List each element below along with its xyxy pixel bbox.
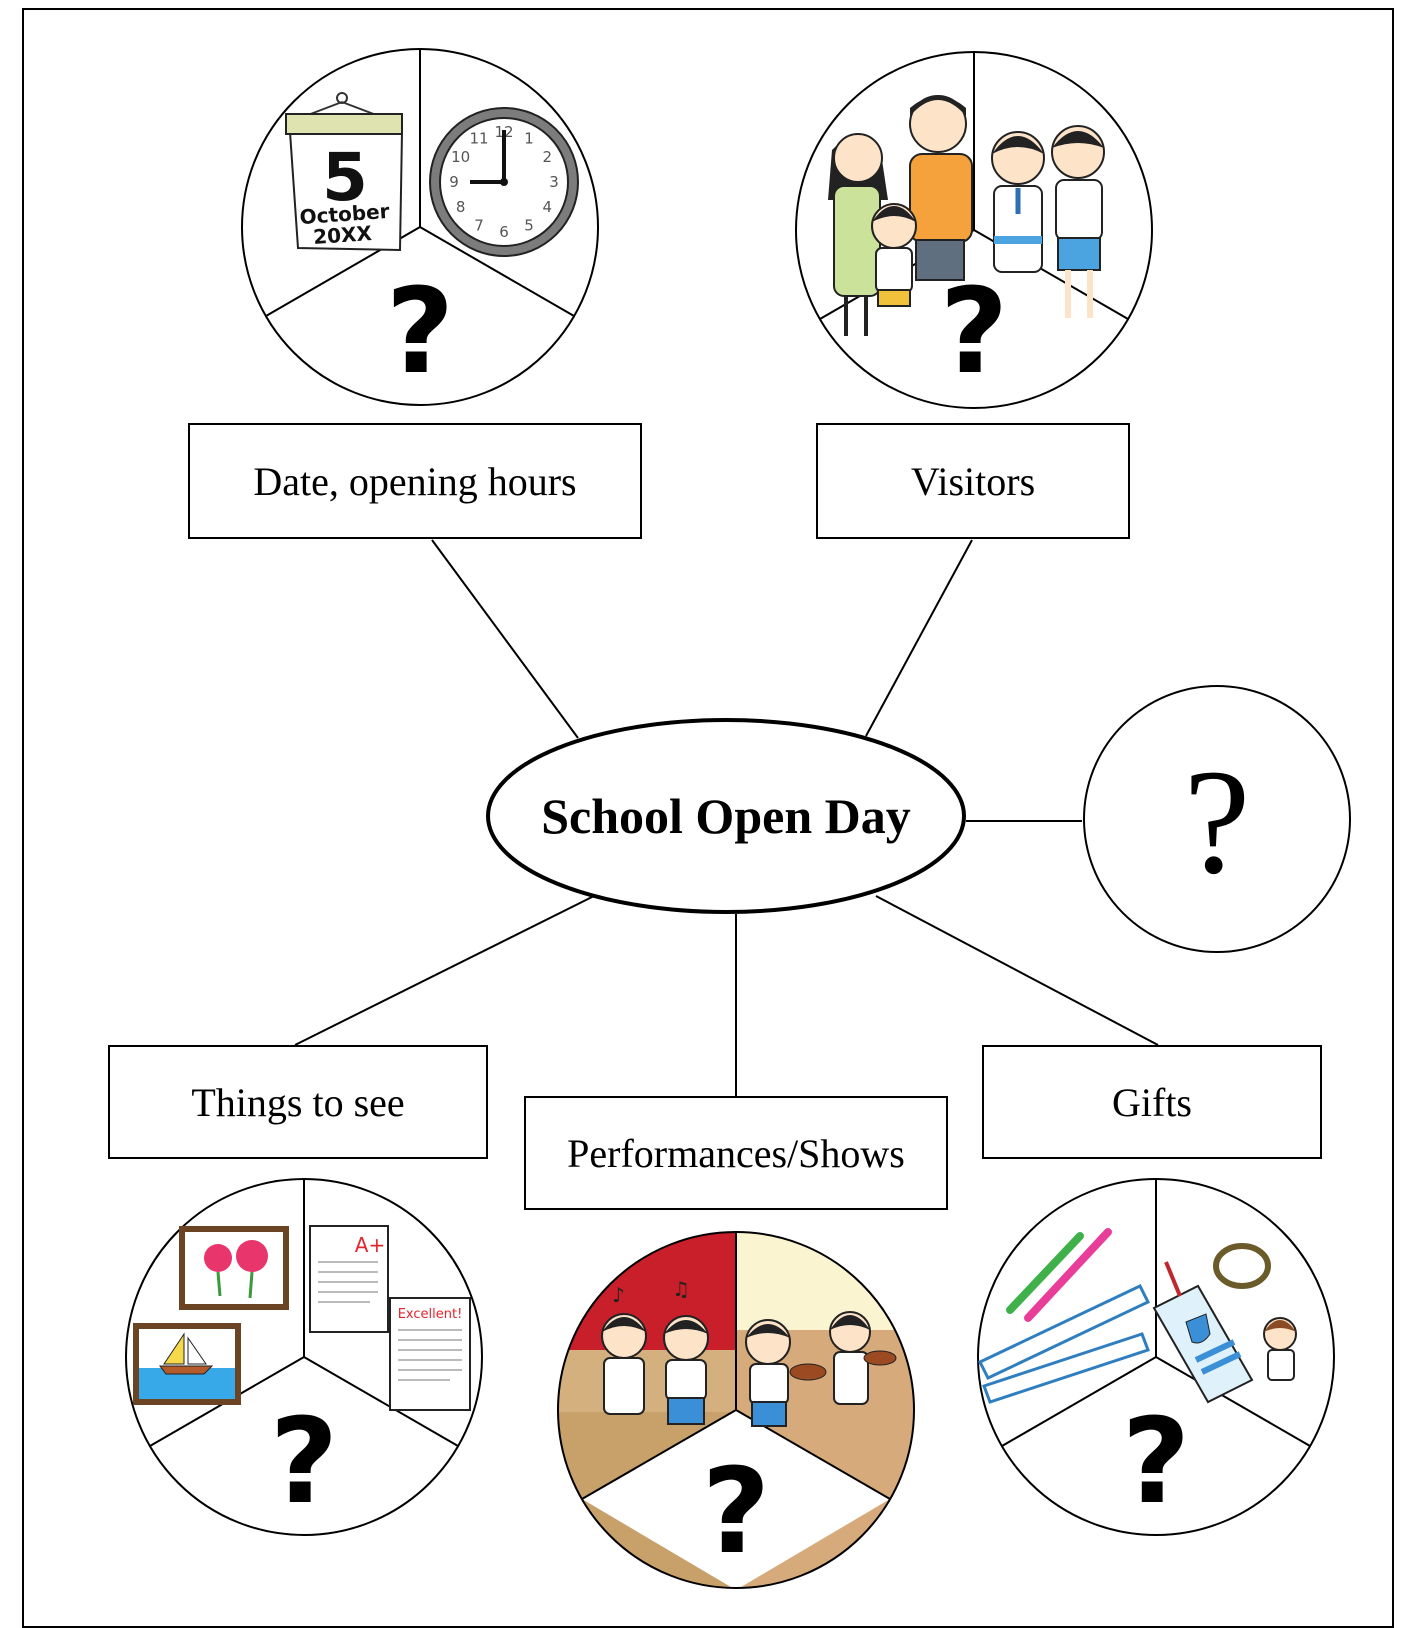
violinists-icon — [745, 1311, 897, 1427]
clock-number: 11 — [469, 130, 488, 148]
calendar-day: 5 — [322, 139, 368, 216]
family-icon — [828, 95, 973, 336]
clock-number: 5 — [524, 216, 534, 234]
students-icon — [991, 125, 1105, 318]
svg-text:♫: ♫ — [672, 1277, 690, 1301]
clock-number: 9 — [449, 173, 459, 191]
visitors-text: Visitors — [910, 458, 1036, 504]
things-circle: A+ Excellent! ? — [125, 1178, 483, 1536]
gifts-label: Gifts — [982, 1045, 1322, 1159]
svg-text:♪: ♪ — [612, 1283, 625, 1307]
pencils-icon — [1006, 1228, 1112, 1322]
clock-icon: 121234567891011 — [429, 107, 579, 257]
things-to-see-label: Things to see — [108, 1045, 488, 1159]
things-question-mark: ? — [270, 1392, 338, 1530]
keychain-icon — [1213, 1243, 1297, 1381]
calendar-year: 20XX — [312, 221, 373, 249]
clock-number: 10 — [451, 148, 470, 166]
date-opening-hours-text: Date, opening hours — [253, 458, 577, 504]
clock-number: 4 — [543, 198, 553, 216]
clock-number: 6 — [499, 223, 509, 241]
gifts-text: Gifts — [1112, 1079, 1192, 1125]
connectors — [294, 539, 1159, 1096]
clock-number: 3 — [549, 173, 559, 191]
visitors-circle: ? — [795, 51, 1153, 409]
clock-number: 8 — [456, 198, 466, 216]
connector-gifts — [875, 895, 1159, 1046]
connector-visitors — [865, 539, 973, 737]
date-opening-hours-label: Date, opening hours — [188, 423, 642, 539]
clock-number: 2 — [543, 148, 553, 166]
bookmark-icon — [1152, 1261, 1254, 1404]
unknown-branch-question-mark: ? — [1184, 739, 1251, 905]
things-to-see-text: Things to see — [191, 1079, 405, 1125]
comment-text: Excellent! — [398, 1307, 463, 1322]
paintings-icon — [133, 1226, 289, 1405]
grade-text: A+ — [355, 1233, 385, 1257]
rulers-icon — [977, 1284, 1151, 1404]
center-title: School Open Day — [541, 788, 911, 844]
visitors-label: Visitors — [816, 423, 1130, 539]
clock-number: 1 — [524, 130, 534, 148]
date-circle: 5 October 20XX 121234567891011 ? — [241, 48, 599, 406]
performances-question-mark: ? — [702, 1442, 770, 1580]
performances-shows-label: Performances/Shows — [524, 1096, 948, 1210]
unknown-branch-circle — [1083, 685, 1351, 953]
gifts-circle: ? — [977, 1178, 1335, 1536]
date-question-mark: ? — [386, 262, 454, 400]
center-ellipse — [486, 718, 966, 914]
singers-icon: ♪ ♫ — [601, 1277, 709, 1425]
visitors-question-mark: ? — [940, 262, 1008, 400]
connector-things — [294, 895, 595, 1046]
calendar-icon: 5 October 20XX — [285, 92, 404, 252]
clock-number: 7 — [474, 216, 484, 234]
connector-date — [431, 539, 579, 739]
papers-icon: A+ Excellent! — [309, 1225, 471, 1411]
gifts-question-mark: ? — [1122, 1392, 1190, 1530]
performances-shows-text: Performances/Shows — [567, 1130, 905, 1176]
performances-circle: ♪ ♫ ? — [557, 1231, 915, 1589]
